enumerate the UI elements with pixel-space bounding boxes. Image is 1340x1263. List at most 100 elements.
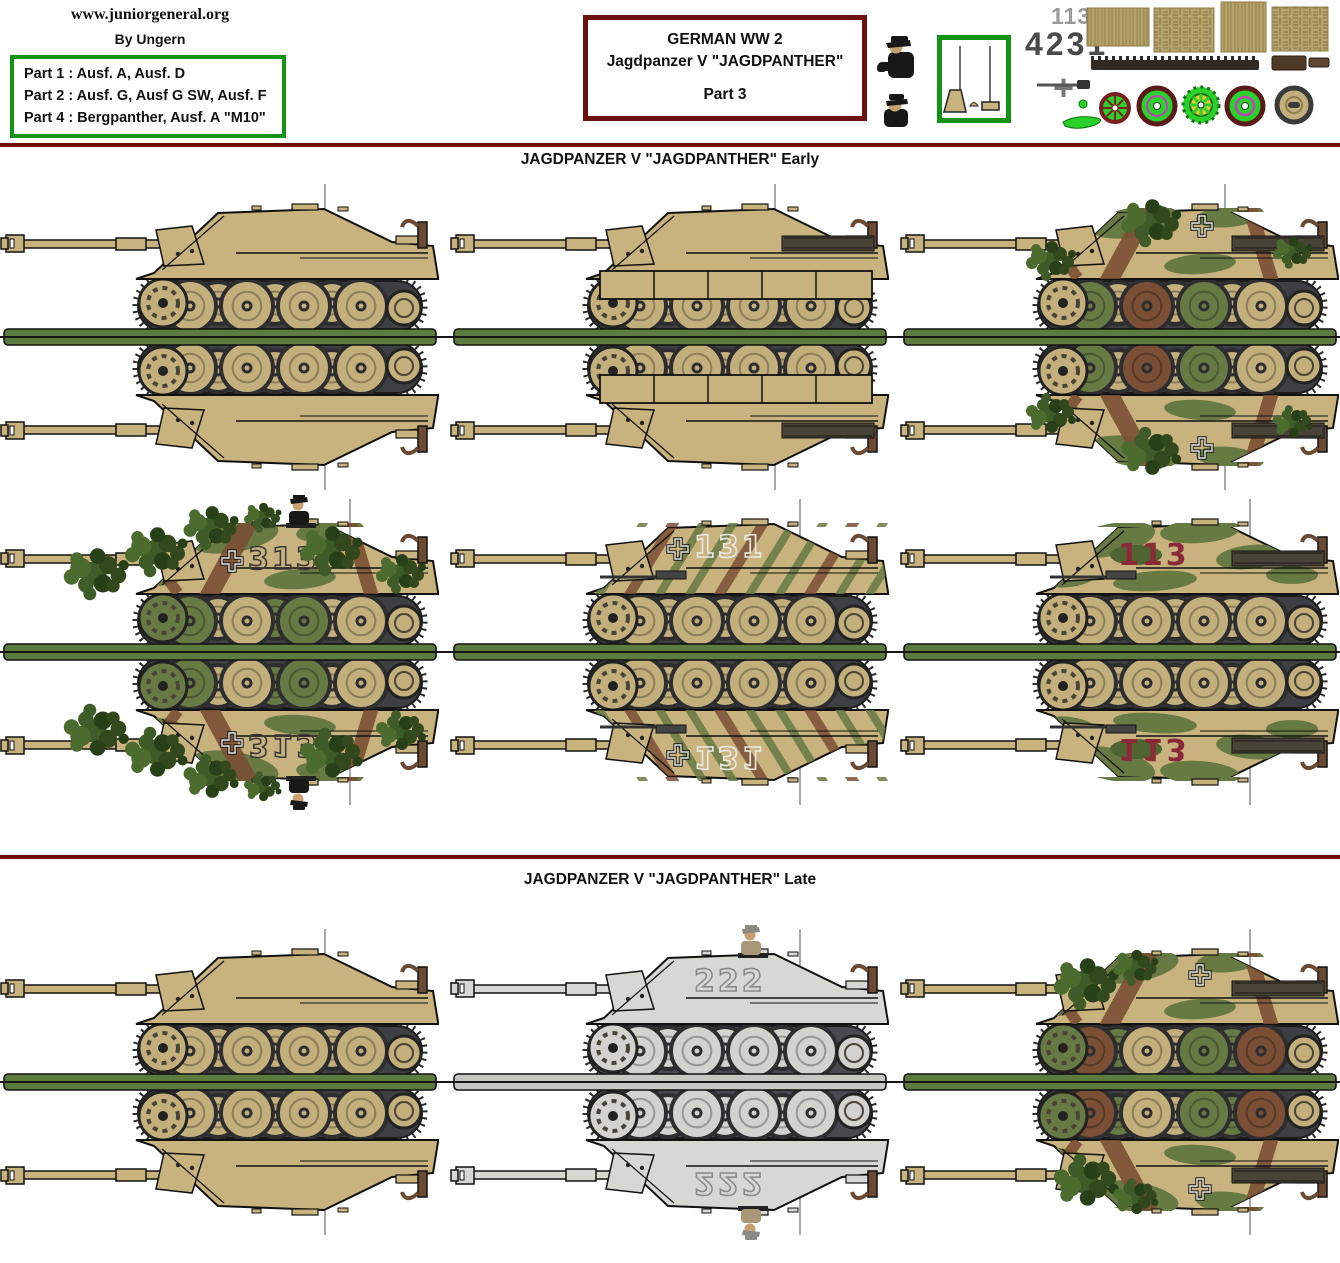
tracks-and-wheels: [582, 1082, 878, 1144]
section-title-early: JAGDPANZER V "JAGDPANTHER" Early: [520, 151, 820, 168]
tracks-and-wheels: [132, 1020, 428, 1082]
foliage-camouflage: [1053, 1153, 1119, 1206]
spare-track-rack: [1231, 550, 1325, 567]
commander-figure: [738, 1206, 768, 1240]
parts-line-3: Part 4 : Bergpanther, Ausf. A "M10": [24, 109, 266, 126]
tank-mirrored-half: 222: [450, 1082, 889, 1240]
spare-sprocket-wheel: [1181, 85, 1221, 125]
spare-idler-wheel: [1274, 85, 1314, 125]
zimmerit-patch: [1153, 7, 1215, 53]
spare-road-wheel-large: [1224, 85, 1266, 127]
commander-figure: [286, 776, 316, 810]
hull-details: [605, 718, 878, 786]
tracks-and-wheels: [1032, 1020, 1328, 1082]
spare-parts-panel: 113 4231 +: [1025, 1, 1330, 129]
tank-mirrored-half: [450, 337, 889, 490]
zimmerit-patch: [1271, 6, 1329, 52]
antenna-sprites: [943, 46, 1000, 113]
spare-track-strip: [1091, 60, 1259, 70]
tank-mirrored-half: 313: [0, 652, 439, 810]
spare-track-piece: [1308, 57, 1330, 68]
foliage-camouflage: [125, 527, 188, 578]
foliage-camouflage: [1272, 236, 1313, 269]
gun-barrel: [900, 979, 1065, 998]
foliage-camouflage: [1026, 241, 1076, 281]
tank-mirrored-half: 113: [900, 652, 1339, 805]
foliage-camouflage: [244, 771, 282, 802]
foliage-camouflage: [1121, 426, 1182, 475]
balkenkreuz-icon: [1190, 214, 1214, 238]
foliage-camouflage: [1121, 199, 1182, 248]
small-green-part: [1078, 99, 1088, 109]
tracks-and-wheels: [1032, 275, 1328, 337]
tracks-and-wheels: [582, 1020, 878, 1082]
hull-details: [605, 518, 878, 586]
title-line-2: Jagdpanzer V "JAGDPANTHER": [606, 53, 844, 71]
tank-top-half: 131: [450, 499, 890, 652]
hull-details: [605, 948, 878, 1016]
divider-rule: [0, 143, 1340, 147]
commander-figure: [286, 495, 316, 528]
tracks-and-wheels: [132, 1082, 428, 1144]
gun-barrel: [450, 979, 615, 998]
foliage-camouflage: [244, 502, 282, 533]
foliage-camouflage: [300, 526, 363, 577]
gun-barrel: [450, 549, 615, 568]
gun-barrel: [450, 234, 615, 253]
gun-barrel: [0, 979, 165, 998]
tank-top-half: 313: [0, 495, 439, 652]
spare-number-small: 113: [1051, 3, 1091, 29]
foliage-camouflage: [183, 506, 239, 551]
pioneer-tools: [600, 570, 687, 580]
tracks-and-wheels: [582, 652, 878, 714]
tank-mirrored-half: [900, 1082, 1339, 1235]
side-skirts: [599, 374, 873, 404]
tracks-and-wheels: [1032, 1082, 1328, 1144]
balkenkreuz-icon: [1188, 1177, 1212, 1201]
antenna-spares-box: [937, 35, 1011, 123]
commander-figure-icon: [877, 36, 914, 78]
gun-barrel: [0, 421, 165, 440]
gun-barrel: [450, 421, 615, 440]
gun-barrel: [450, 1166, 615, 1185]
hull-details: [155, 1148, 428, 1216]
tank-top-half: [0, 184, 439, 337]
tank-top-half: [450, 184, 889, 337]
spare-track-rack: [1231, 737, 1325, 754]
gun-barrel: [0, 1166, 165, 1185]
spare-track-rack: [1231, 980, 1325, 997]
site-title: www.juniorgeneral.org: [70, 6, 230, 23]
hull-details: [155, 948, 428, 1016]
spare-plus-sign: +: [1053, 67, 1074, 108]
tank-mirrored-half: 131: [450, 652, 890, 805]
tank-early-5: 131 131: [450, 495, 890, 810]
pioneer-tools: [600, 724, 687, 734]
pioneer-tools: [1050, 724, 1137, 734]
commander-figure: [738, 925, 768, 958]
foliage-sprite: [1062, 116, 1101, 129]
foliage-camouflage: [1272, 405, 1313, 438]
balkenkreuz-icon: [1190, 436, 1214, 460]
tank-number: 113: [1118, 731, 1190, 766]
tank-number: 131: [694, 530, 766, 565]
gun-barrel: [900, 549, 1065, 568]
gun-barrel: [900, 421, 1065, 440]
foliage-camouflage: [63, 548, 129, 601]
pioneer-tools: [1050, 570, 1137, 580]
balkenkreuz-icon: [220, 731, 244, 755]
tank-early-3: [900, 180, 1340, 495]
sheet-title-box: GERMAN WW 2 Jagdpanzer V "JAGDPANTHER" P…: [583, 15, 867, 122]
tank-top-half: [900, 184, 1339, 337]
balkenkreuz-icon: [666, 743, 690, 767]
tank-number: 222: [694, 1165, 766, 1200]
foliage-camouflage: [1026, 393, 1076, 433]
spare-track-rack: [1231, 422, 1325, 439]
foliage-camouflage: [1113, 1178, 1159, 1215]
tank-number: 222: [694, 964, 766, 999]
tracks-and-wheels: [1032, 590, 1328, 652]
divider-rule: [0, 855, 1340, 859]
section-title-late: JAGDPANZER V "JAGDPANTHER" Late: [523, 871, 817, 888]
other-parts-box: Part 1 : Ausf. A, Ausf. D Part 2 : Ausf.…: [10, 55, 286, 139]
